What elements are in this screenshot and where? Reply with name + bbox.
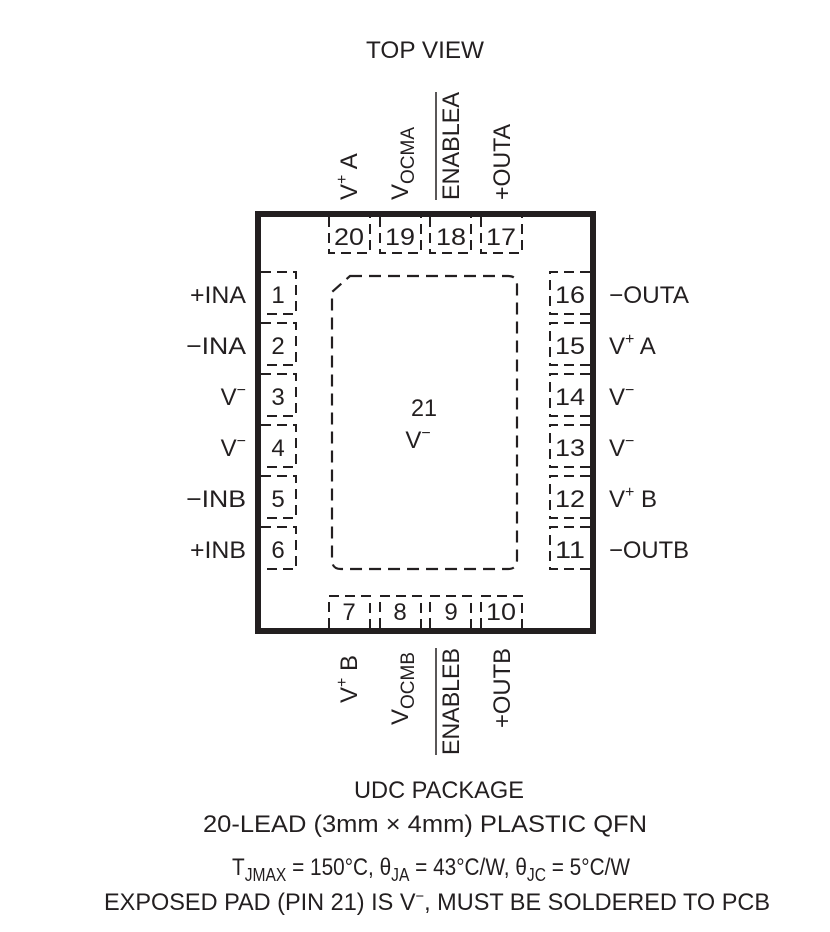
pin-12-number: 12: [555, 486, 585, 513]
left-pins: [261, 271, 297, 570]
pin-19-number: 19: [385, 224, 415, 251]
pin-11-number: 11: [555, 537, 585, 564]
diagram-title: TOP VIEW: [366, 37, 484, 64]
package-name: UDC PACKAGE: [354, 777, 524, 804]
pin-6-number: 6: [271, 537, 284, 564]
exposed-pad-label: V−: [405, 425, 430, 454]
exposed-pad-note: EXPOSED PAD (PIN 21) IS V−, MUST BE SOLD…: [104, 888, 770, 916]
bottom-pins: [328, 595, 523, 628]
pin-15-number: 15: [555, 333, 585, 360]
package-outline: [255, 211, 596, 634]
thermal-specs: TJMAX = 150°C, θJA = 43°C/W, θJC = 5°C/W: [232, 854, 630, 885]
pin-13-number: 13: [555, 435, 585, 462]
pin-2-number: 2: [271, 333, 284, 360]
pin-7-label: V+ B: [334, 655, 363, 703]
pin-9-number: 9: [444, 599, 457, 626]
pin-20-label: V+ A: [334, 153, 363, 200]
pin-18-label: ENABLEA: [438, 92, 465, 200]
pin-9-label: ENABLEB: [438, 648, 465, 755]
pin-1-label: +INA: [190, 282, 246, 309]
top-pins: [328, 217, 523, 254]
pin-18-number: 18: [436, 224, 466, 251]
pin-3-label: V−: [221, 382, 246, 411]
pin-17-label: +OUTA: [489, 124, 516, 200]
pin-19-label: VOCMA: [387, 127, 419, 200]
pin-7-number: 7: [342, 599, 355, 626]
pin-13-label: V−: [609, 433, 634, 462]
pin-15-label: V+ A: [609, 331, 656, 360]
pin-20-number: 20: [334, 224, 364, 251]
pin-14-label: V−: [609, 382, 634, 411]
pin-17-number: 17: [486, 224, 516, 251]
pin-14-number: 14: [555, 384, 585, 411]
right-pins: [549, 271, 590, 570]
pin-8-label: VOCMB: [387, 652, 419, 725]
pin-12-label: V+ B: [609, 484, 657, 513]
pin-8-number: 8: [393, 599, 406, 626]
package-description: 20-LEAD (3mm × 4mm) PLASTIC QFN: [203, 811, 647, 838]
pin-3-number: 3: [271, 384, 284, 411]
pin-2-label: −INA: [186, 333, 246, 360]
pin-5-number: 5: [271, 486, 284, 513]
pin-11-label: −OUTB: [609, 537, 689, 564]
pin-1-number: 1: [271, 282, 284, 309]
pin-4-number: 4: [271, 435, 284, 462]
pin-10-label: +OUTB: [489, 648, 516, 728]
pin-16-label: −OUTA: [609, 282, 689, 309]
pin-5-label: −INB: [186, 486, 246, 513]
exposed-pad-outline: [330, 274, 519, 571]
pin-16-number: 16: [555, 282, 585, 309]
pin-4-label: V−: [221, 433, 246, 462]
exposed-pad-number: 21: [411, 395, 437, 422]
pin-10-number: 10: [486, 599, 516, 626]
pin-6-label: +INB: [190, 537, 246, 564]
